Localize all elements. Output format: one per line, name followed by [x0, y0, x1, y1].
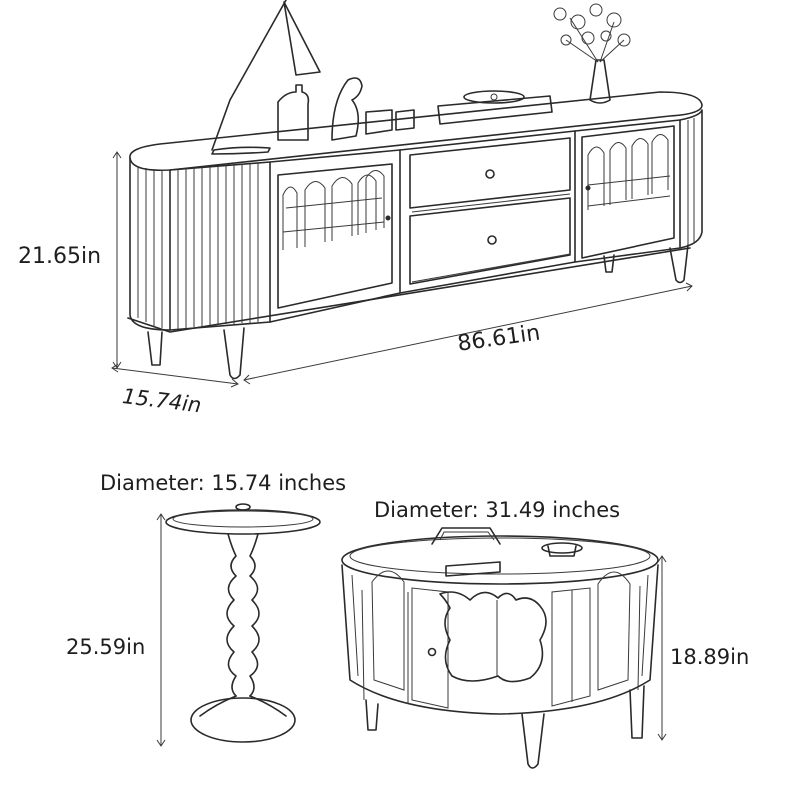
coffee-table-dimension-line [657, 555, 667, 741]
side-table-diameter-label: Diameter: 15.74 inches [100, 471, 347, 495]
tv-dimension-lines [111, 151, 693, 388]
side-table-height-label: 25.59in [66, 635, 146, 659]
side-table-drawing [165, 503, 321, 743]
side-table-dimension-line [156, 513, 166, 747]
tv-stand-height-label: 21.65in [18, 244, 102, 269]
coffee-table-height-label: 18.89in [670, 645, 750, 669]
tv-stand-drawing [127, 0, 703, 380]
coffee-table-diameter-label: Diameter: 31.49 inches [374, 498, 621, 522]
coffee-table-drawing [341, 527, 659, 769]
